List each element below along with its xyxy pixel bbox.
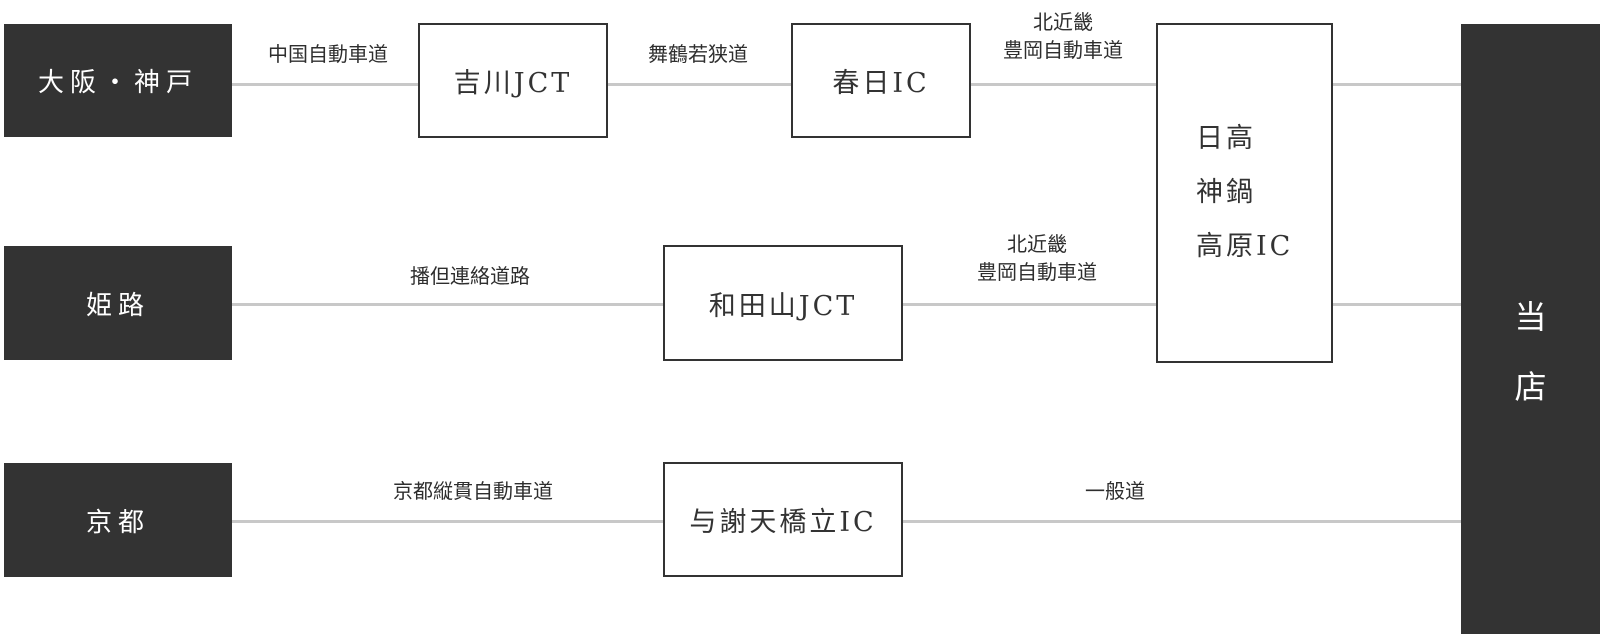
road-line [900,520,1462,523]
road-label-kyoto-jukan: 京都縦貫自動車道 [393,479,553,503]
node-hidaka-kannabe-kogen-ic: 日高 神鍋 高原IC [1156,23,1333,363]
road-label-maizuru-wakasa: 舞鶴若狭道 [648,42,748,66]
node-label-line: 高原IC [1196,231,1294,262]
destination-label-line: 店 [1514,368,1547,406]
destination-store: 当 店 [1461,24,1600,634]
road-line [1330,303,1462,306]
road-label-line: 豊岡自動車道 [977,260,1097,284]
node-label-line: 日高 [1196,123,1256,154]
road-label-chugoku: 中国自動車道 [268,42,388,66]
road-line [230,303,664,306]
origin-osaka-kobe: 大阪・神戸 [4,24,232,137]
origin-himeji: 姫路 [4,246,232,360]
node-yoshikawa-jct: 吉川JCT [418,23,608,138]
origin-kyoto: 京都 [4,463,232,577]
road-label-line: 北近畿 [1007,232,1067,256]
road-line [900,303,1157,306]
destination-label-line: 当 [1514,298,1547,336]
road-label-general-road: 一般道 [1085,479,1145,503]
road-line [230,83,420,86]
road-line [230,520,664,523]
road-label-kitakinki-mid: 北近畿 豊岡自動車道 [956,230,1118,286]
road-line [605,83,793,86]
road-line [1330,83,1462,86]
road-line [968,83,1157,86]
road-label-line: 豊岡自動車道 [1003,38,1123,62]
road-label-kitakinki-top: 北近畿 豊岡自動車道 [982,8,1144,64]
node-label-line: 神鍋 [1196,177,1256,208]
node-yosa-amanohashidate-ic: 与謝天橋立IC [663,462,903,577]
node-wadayama-jct: 和田山JCT [663,245,903,361]
road-label-line: 北近畿 [1033,10,1093,34]
road-label-bantan: 播但連絡道路 [410,264,530,288]
node-kasuga-ic: 春日IC [791,23,971,138]
